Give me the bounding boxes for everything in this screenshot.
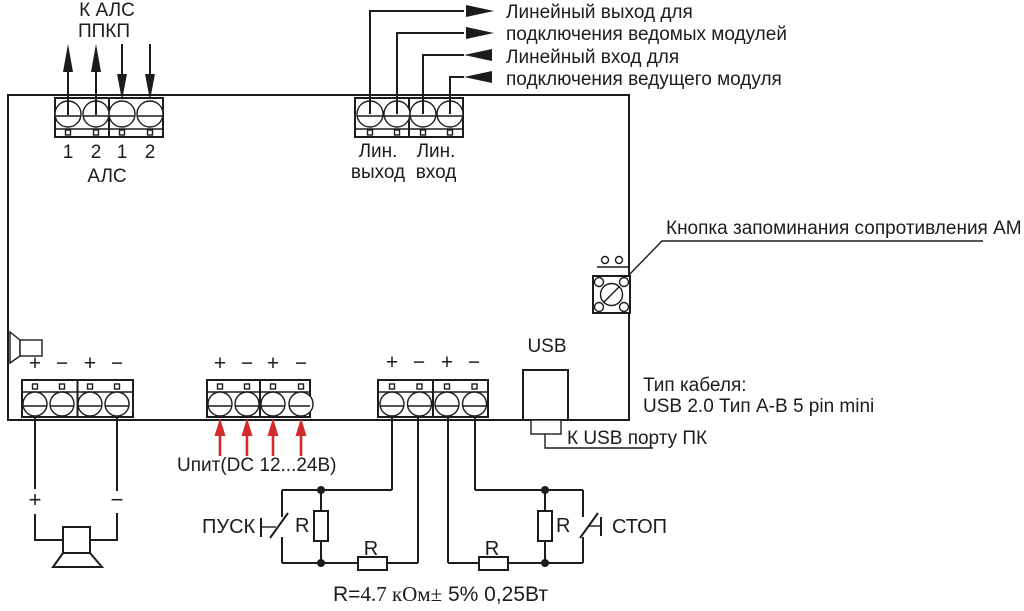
speaker-polarity-3: + — [83, 352, 97, 375]
line-in-note-2: подключения ведущего модуля — [506, 69, 782, 90]
stop-pushbutton-symbol — [579, 512, 602, 539]
cable-type-line2: USB 2.0 Тип А-В 5 pin mini — [643, 396, 875, 417]
line-out-subtitle: выход — [350, 162, 406, 183]
stop-circuit — [447, 416, 602, 571]
line-in-wires — [422, 49, 492, 114]
resistor-vertical-stop — [537, 510, 553, 542]
als-block-label: АЛС — [87, 166, 127, 187]
resistor-note-suffix: 5% 0,25Вт — [442, 583, 548, 606]
memory-button — [592, 240, 983, 314]
als-ppkp-label-line1: К АЛС — [79, 0, 135, 21]
als-terminal-block — [54, 97, 164, 138]
power-input-arrows — [214, 418, 307, 456]
pusk-pushbutton-symbol — [260, 512, 289, 539]
resistor-label-stop-horizontal: R — [484, 538, 500, 560]
line-out-title: Лин. — [358, 141, 398, 162]
speaker-polarity-1: + — [28, 352, 42, 375]
startstop-polarity-1: + — [385, 351, 399, 374]
startstop-polarity-4: − — [467, 351, 481, 374]
als-direction-arrows — [63, 44, 155, 115]
line-io-terminal-block — [354, 97, 464, 138]
resistor-horizontal-pusk — [357, 556, 388, 571]
resistor-value-note: R=4.7 кОм± 5% 0,25Вт — [333, 582, 548, 607]
als-pin-2: 2 — [90, 142, 102, 163]
power-polarity-3: + — [266, 352, 280, 375]
cable-type-line1: Тип кабеля: — [643, 375, 747, 396]
line-in-subtitle: вход — [415, 162, 457, 183]
speaker-wire-plus: + — [28, 487, 42, 512]
power-terminal-block — [206, 379, 314, 418]
power-polarity-4: − — [294, 352, 308, 375]
als-ppkp-label-line2: ППКП — [77, 21, 131, 42]
resistor-note-prefix: R= — [333, 583, 361, 606]
usb-connector — [522, 369, 653, 449]
buzzer-icon — [9, 330, 43, 365]
board-outline — [7, 94, 630, 421]
pusk-circuit — [260, 416, 419, 571]
als-pin-3: 1 — [116, 142, 128, 163]
als-pin-1: 1 — [62, 142, 74, 163]
line-in-note-1: Линейный вход для — [506, 47, 680, 68]
startstop-polarity-3: + — [440, 351, 454, 374]
resistor-label-pusk-horizontal: R — [363, 538, 379, 560]
startstop-terminal-block — [377, 379, 489, 418]
line-in-title: Лин. — [416, 141, 456, 162]
power-polarity-1: + — [213, 352, 227, 375]
power-polarity-2: − — [240, 352, 254, 375]
speaker-symbol — [51, 526, 105, 568]
pusk-button-label: ПУСК — [202, 516, 256, 538]
line-out-wires — [369, 5, 494, 114]
memory-button-label: Кнопка запоминания сопротивления АМ — [666, 218, 1022, 239]
speaker-polarity-4: − — [110, 352, 124, 375]
speaker-terminal-block — [21, 379, 134, 418]
usb-pc-note: К USB порту ПК — [567, 428, 708, 449]
resistor-label-stop-vertical: R — [556, 515, 571, 537]
power-supply-label: Uпит(DC 12...24В) — [177, 455, 337, 476]
resistor-label-pusk-vertical: R — [295, 515, 310, 537]
line-out-note-2: подключения ведомых модулей — [506, 24, 787, 45]
resistor-note-value: 4.7 кОм± — [360, 582, 443, 606]
resistor-vertical-pusk — [313, 510, 329, 542]
speaker-wire-minus: − — [110, 487, 124, 512]
speaker-polarity-2: − — [55, 352, 69, 375]
resistor-horizontal-stop — [478, 556, 509, 571]
startstop-polarity-2: − — [412, 351, 426, 374]
als-pin-4: 2 — [144, 142, 156, 163]
usb-title: USB — [527, 336, 567, 357]
line-out-note-1: Линейный выход для — [506, 2, 693, 23]
stop-button-label: СТОП — [612, 516, 668, 538]
speaker-circuit — [34, 416, 118, 541]
